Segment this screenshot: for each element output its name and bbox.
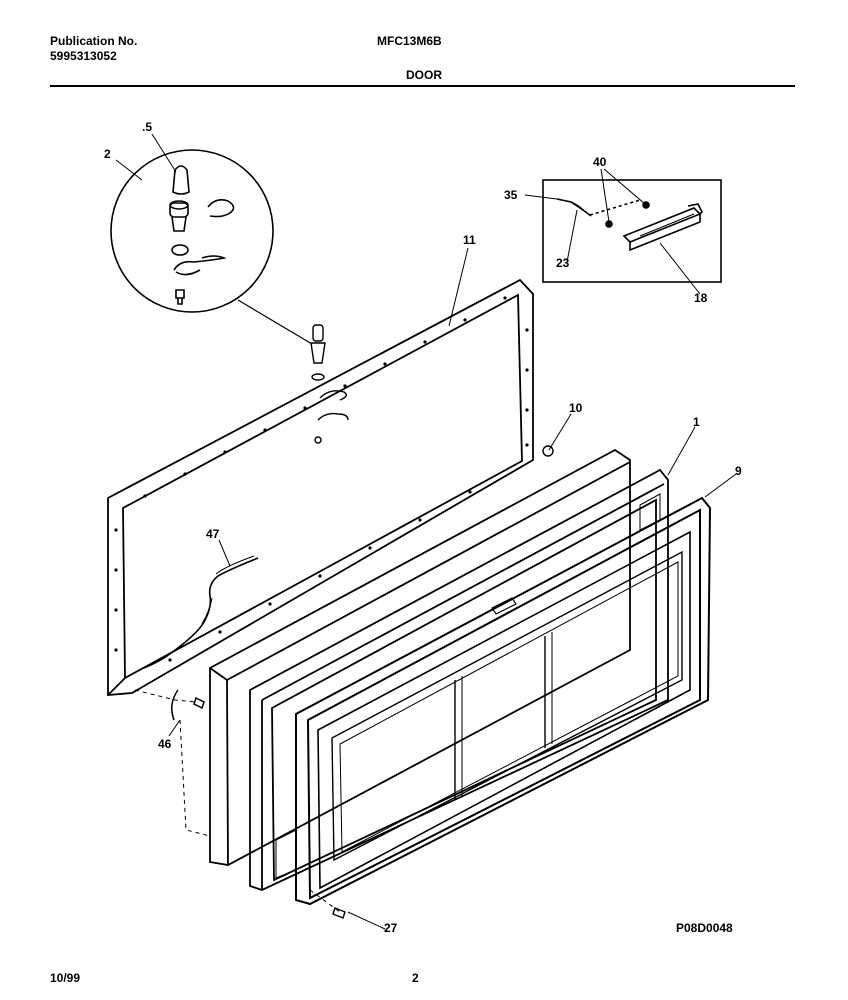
callout-1: 1 [693, 415, 700, 429]
callout-40: 40 [593, 155, 607, 169]
drawing-code: P08D0048 [676, 921, 733, 935]
model-number: MFC13M6B [377, 34, 442, 48]
liner-screws [114, 296, 529, 662]
switch-inset [542, 179, 722, 283]
callout-10: 10 [569, 401, 583, 415]
callout-11: 11 [463, 233, 476, 247]
callout-5: .5 [142, 120, 153, 134]
callout-23: 23 [556, 256, 570, 270]
heater-clip [171, 689, 205, 721]
screw [332, 907, 346, 919]
callout-35: 35 [504, 188, 518, 202]
callout-2: 2 [104, 147, 111, 161]
callout-27: 27 [384, 921, 398, 935]
callout-18: 18 [694, 291, 708, 305]
door-outer-panel [295, 496, 712, 906]
inner-liner [107, 278, 534, 696]
hinge-detail [110, 149, 274, 313]
publication-date: 10/99 [50, 971, 81, 985]
callout-47: 47 [206, 527, 220, 541]
hinge-assembly [310, 324, 349, 444]
callout-9: 9 [735, 464, 742, 478]
callout-46: 46 [158, 737, 172, 751]
publication-label: Publication No. [50, 34, 138, 48]
insulation-block [209, 448, 631, 866]
breaker-frame [249, 468, 669, 891]
section-title: DOOR [406, 68, 442, 82]
publication-number: 5995313052 [50, 49, 117, 63]
page-number: 2 [412, 971, 419, 985]
